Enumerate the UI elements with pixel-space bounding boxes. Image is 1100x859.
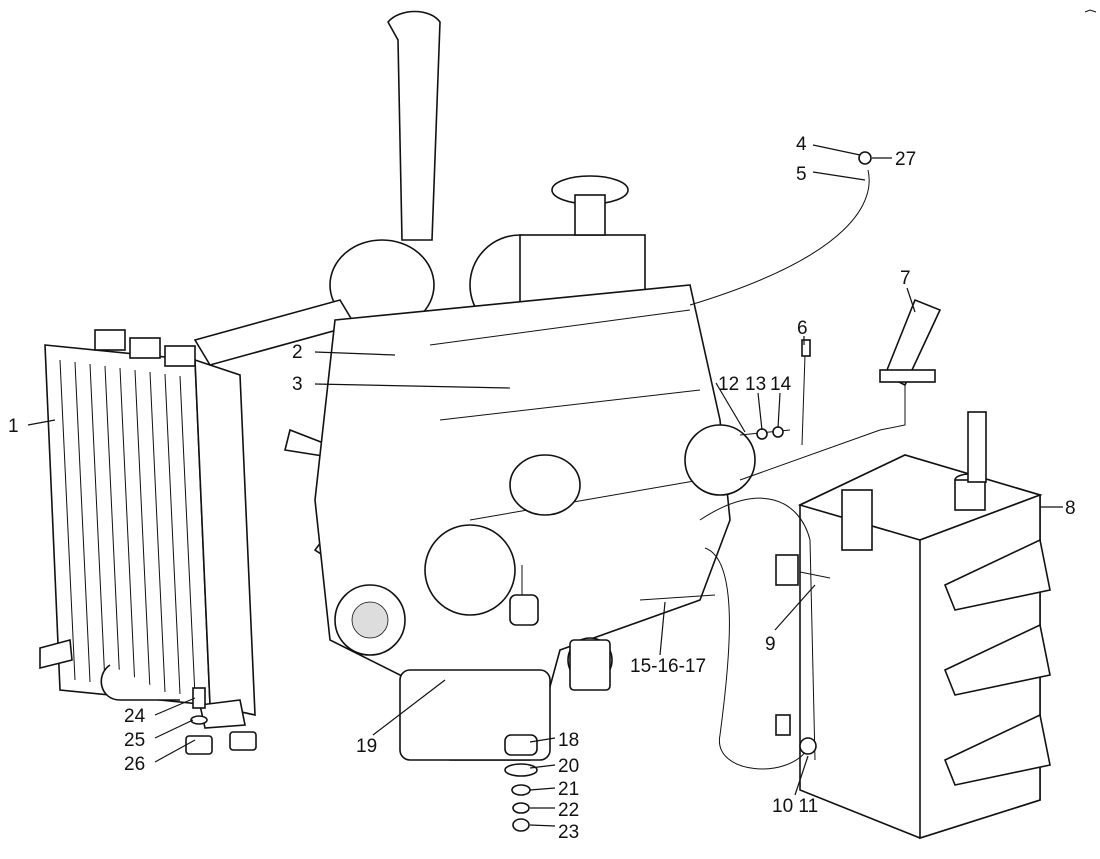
callout-2: 2 bbox=[292, 342, 303, 363]
callout-14: 14 bbox=[770, 374, 792, 395]
callout-8: 8 bbox=[1065, 498, 1076, 519]
callout-15-16-17: 15-16-17 bbox=[630, 656, 706, 677]
callout-21: 21 bbox=[558, 779, 579, 800]
callout-22: 22 bbox=[558, 800, 579, 821]
throttle-pedal bbox=[879, 298, 942, 431]
callout-20: 20 bbox=[558, 756, 579, 777]
callout-1: 1 bbox=[8, 416, 19, 437]
callout-5: 5 bbox=[796, 164, 807, 185]
fuel-tank bbox=[797, 411, 1051, 840]
callout-13: 13 bbox=[745, 374, 766, 395]
callout-3: 3 bbox=[292, 374, 303, 395]
callout-9: 9 bbox=[765, 634, 776, 655]
radiator bbox=[39, 329, 256, 729]
callout-4: 4 bbox=[796, 134, 807, 155]
radiator-mount bbox=[185, 687, 257, 755]
callout-27: 27 bbox=[895, 149, 916, 170]
callout-labels: 1 2 3 4 27 5 6 7 8 9 10 11 12 13 14 15-1… bbox=[8, 134, 1076, 843]
callout-24: 24 bbox=[124, 706, 146, 727]
callout-26: 26 bbox=[124, 754, 145, 775]
callout-25: 25 bbox=[124, 730, 145, 751]
callout-18: 18 bbox=[558, 730, 579, 751]
callout-7: 7 bbox=[900, 268, 911, 289]
exhaust-system bbox=[193, 10, 441, 366]
callout-10-11: 10 11 bbox=[772, 796, 818, 817]
engine-mount bbox=[504, 565, 539, 832]
engine-block bbox=[314, 284, 756, 761]
logo-watermark bbox=[1084, 9, 1097, 13]
cables-and-hoses bbox=[639, 151, 881, 770]
callout-19: 19 bbox=[356, 736, 377, 757]
leader-lines bbox=[27, 144, 1063, 827]
callout-23: 23 bbox=[558, 822, 579, 843]
callout-6: 6 bbox=[797, 318, 808, 339]
callout-12: 12 bbox=[718, 374, 739, 395]
